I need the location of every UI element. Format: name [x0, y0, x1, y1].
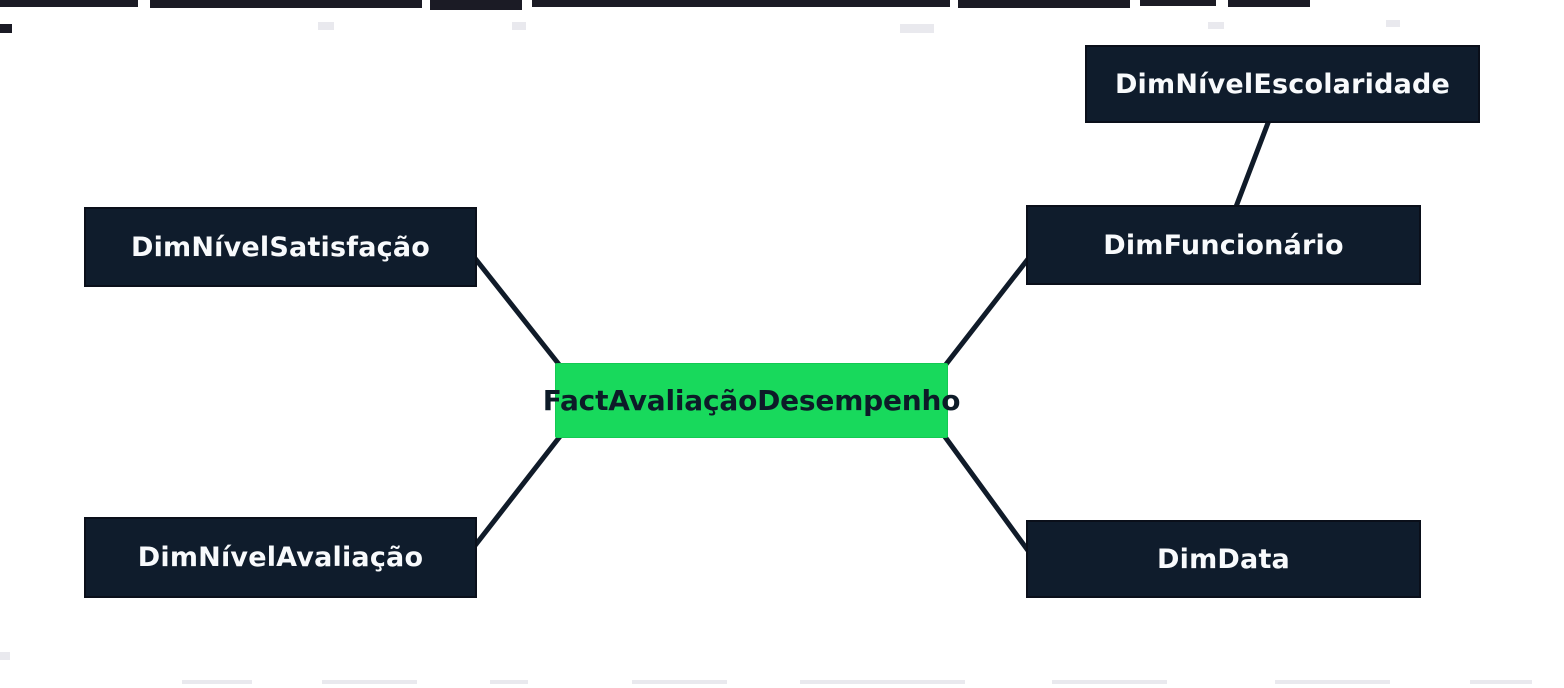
connector-funcionario-escolaridade	[1231, 112, 1274, 215]
node-fact-avaliacao-desempenho[interactable]: FactAvaliaçãoDesempenho	[543, 363, 961, 438]
node-label: FactAvaliaçãoDesempenho	[542, 384, 961, 417]
node-dim-nivel-satisfacao[interactable]: DimNívelSatisfação	[84, 207, 477, 287]
node-label: DimData	[1157, 543, 1290, 575]
connector-fact-data	[937, 427, 1035, 559]
connector-fact-avaliacao	[467, 427, 568, 555]
node-dim-funcionario[interactable]: DimFuncionário	[1026, 205, 1421, 285]
node-label: DimNívelAvaliação	[137, 542, 424, 573]
node-label: DimNívelSatisfação	[130, 231, 431, 263]
node-label: DimNívelEscolaridade	[1114, 68, 1451, 100]
connector-fact-satisfacao	[467, 249, 568, 375]
node-dim-nivel-escolaridade[interactable]: DimNívelEscolaridade	[1085, 45, 1480, 123]
node-dim-nivel-avaliacao[interactable]: DimNívelAvaliação	[84, 517, 477, 598]
connector-fact-funcionario	[937, 247, 1038, 375]
node-dim-data[interactable]: DimData	[1026, 520, 1421, 598]
node-label: DimFuncionário	[1103, 229, 1344, 261]
